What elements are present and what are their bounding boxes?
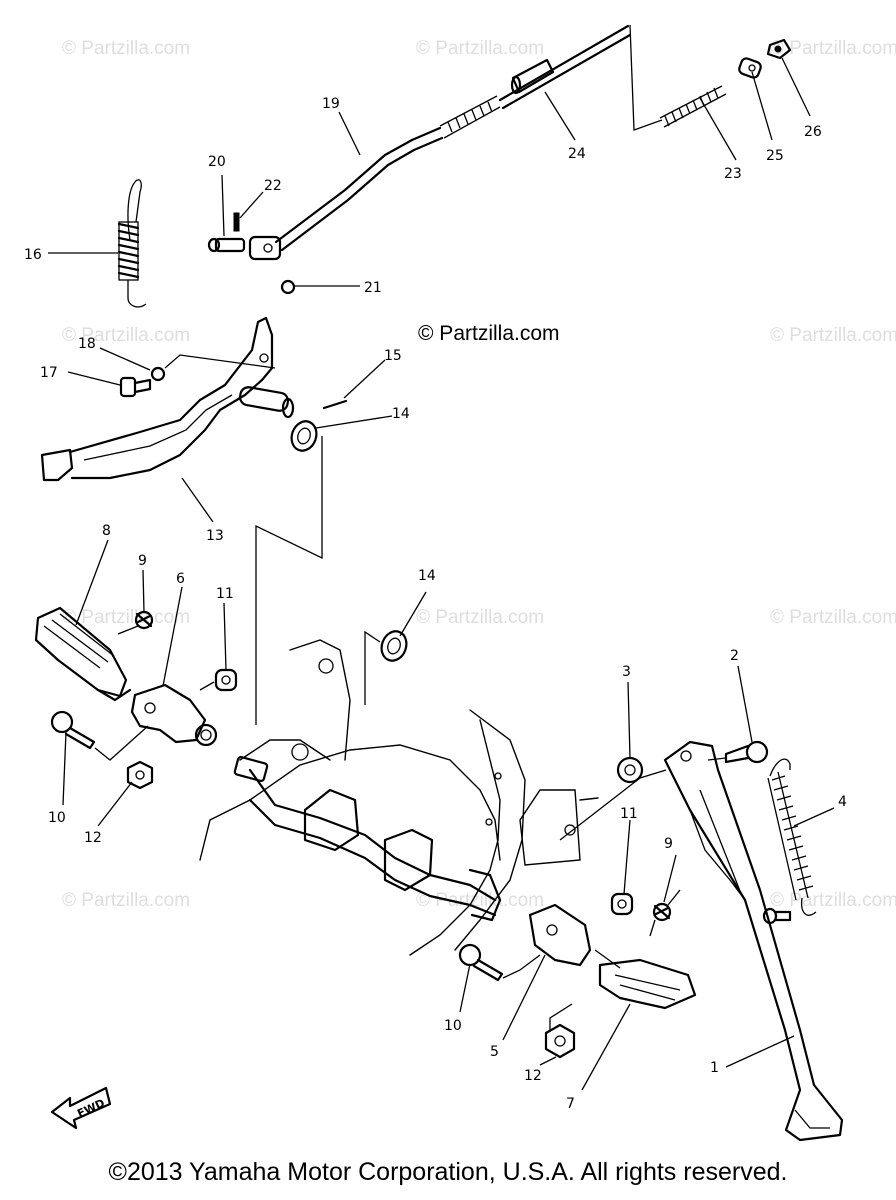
copyright-notice: ©2013 Yamaha Motor Corporation, U.S.A. A…	[108, 1158, 788, 1186]
watermark: © Partzilla.com	[770, 325, 896, 346]
callout-25: 25	[766, 148, 784, 164]
leader-lines	[48, 57, 835, 1091]
callout-labels: 1 2 3 4 5 6 7 8 9 9 10 10 11 11 12 12 13…	[24, 96, 847, 1112]
part-1-sidestand	[663, 740, 844, 1142]
callout-11-right: 11	[620, 806, 638, 822]
part-13-brake-pedal	[40, 316, 295, 482]
guide-line	[502, 954, 541, 979]
part-11-nut-left	[214, 668, 238, 692]
callout-4: 4	[838, 794, 847, 810]
watermark: © Partzilla.com	[62, 607, 191, 628]
part-4-spring	[767, 758, 817, 916]
part-7-footpeg-right	[598, 958, 697, 1010]
callout-26: 26	[804, 124, 822, 140]
callout-3: 3	[622, 664, 631, 680]
callout-12-left: 12	[84, 830, 102, 846]
callout-10-left: 10	[48, 810, 66, 826]
callout-23: 23	[724, 166, 742, 182]
part-6-bracket	[130, 683, 218, 747]
guide-line	[629, 24, 663, 131]
callout-6: 6	[176, 571, 185, 587]
callout-20: 20	[208, 154, 226, 170]
part-11-nut-right	[610, 892, 634, 916]
guide-line	[94, 725, 149, 761]
callout-12-right: 12	[524, 1068, 542, 1084]
part-3-collar	[616, 756, 644, 784]
part-22-cotter-pin	[233, 212, 240, 232]
callout-18: 18	[78, 336, 96, 352]
part-25-joint	[738, 57, 762, 79]
part-19-brake-rod	[248, 24, 632, 261]
part-23-spring	[659, 85, 727, 128]
callout-1: 1	[710, 1060, 719, 1076]
callout-9-right: 9	[664, 836, 673, 852]
watermark: © Partzilla.com	[62, 890, 191, 911]
watermark: © Partzilla.com	[62, 38, 191, 59]
part-12-nut-right	[544, 1023, 576, 1059]
part-10-bolt-left	[50, 710, 96, 750]
callout-2: 2	[730, 648, 739, 664]
part-9-spring-right	[649, 889, 681, 937]
part-5-bracket	[528, 903, 592, 967]
part-18-washer	[150, 366, 166, 382]
part-14-seal	[290, 420, 318, 452]
part-sidestand-pin	[762, 907, 792, 925]
part-15-pin	[322, 399, 348, 410]
callout-22: 22	[264, 178, 282, 194]
callout-14-upper: 14	[392, 406, 410, 422]
callout-15: 15	[384, 348, 402, 364]
watermark: © Partzilla.com	[416, 607, 545, 628]
part-10-bolt-right	[458, 943, 504, 982]
callout-7: 7	[566, 1096, 575, 1112]
guide-line	[594, 949, 621, 969]
callout-9-left: 9	[138, 553, 147, 569]
callout-24: 24	[568, 146, 586, 162]
part-2-bolt	[724, 740, 769, 764]
callout-11-left: 11	[216, 586, 234, 602]
part-14-seal-lower	[380, 630, 408, 662]
guide-line	[255, 436, 323, 725]
callout-8: 8	[102, 523, 111, 539]
guide-line	[164, 354, 276, 369]
callout-16: 16	[24, 247, 42, 263]
callout-10-right: 10	[444, 1018, 462, 1034]
frame-outline	[199, 639, 599, 956]
callout-14-lower: 14	[418, 568, 436, 584]
part-24-sleeve	[510, 58, 555, 95]
watermark: © Partzilla.com	[416, 890, 545, 911]
callout-17: 17	[40, 365, 58, 381]
watermark: © Partzilla.com	[416, 38, 545, 59]
guide-line	[364, 630, 381, 705]
partzilla-watermark: © Partzilla.com	[418, 322, 560, 345]
fwd-arrow-icon: FWD	[50, 1086, 112, 1130]
callout-19: 19	[322, 96, 340, 112]
guide-line	[707, 757, 727, 761]
callout-21: 21	[364, 280, 382, 296]
callout-5: 5	[490, 1044, 499, 1060]
part-8-footpeg-left	[34, 606, 132, 702]
watermark: © Partzilla.com	[770, 607, 896, 628]
guide-line	[549, 1003, 573, 1030]
part-26-nut	[766, 38, 792, 60]
part-21-washer	[280, 279, 296, 295]
part-12-nut-left	[126, 760, 154, 790]
part-17-bolt	[119, 376, 152, 398]
watermark: © Partzilla.com	[770, 38, 896, 59]
callout-13: 13	[206, 528, 224, 544]
part-20-pin	[207, 237, 246, 253]
watermark: © Partzilla.com	[62, 325, 191, 346]
part-16-spring	[117, 179, 147, 308]
guide-line	[199, 681, 215, 691]
part-9-spring-left	[117, 610, 154, 635]
